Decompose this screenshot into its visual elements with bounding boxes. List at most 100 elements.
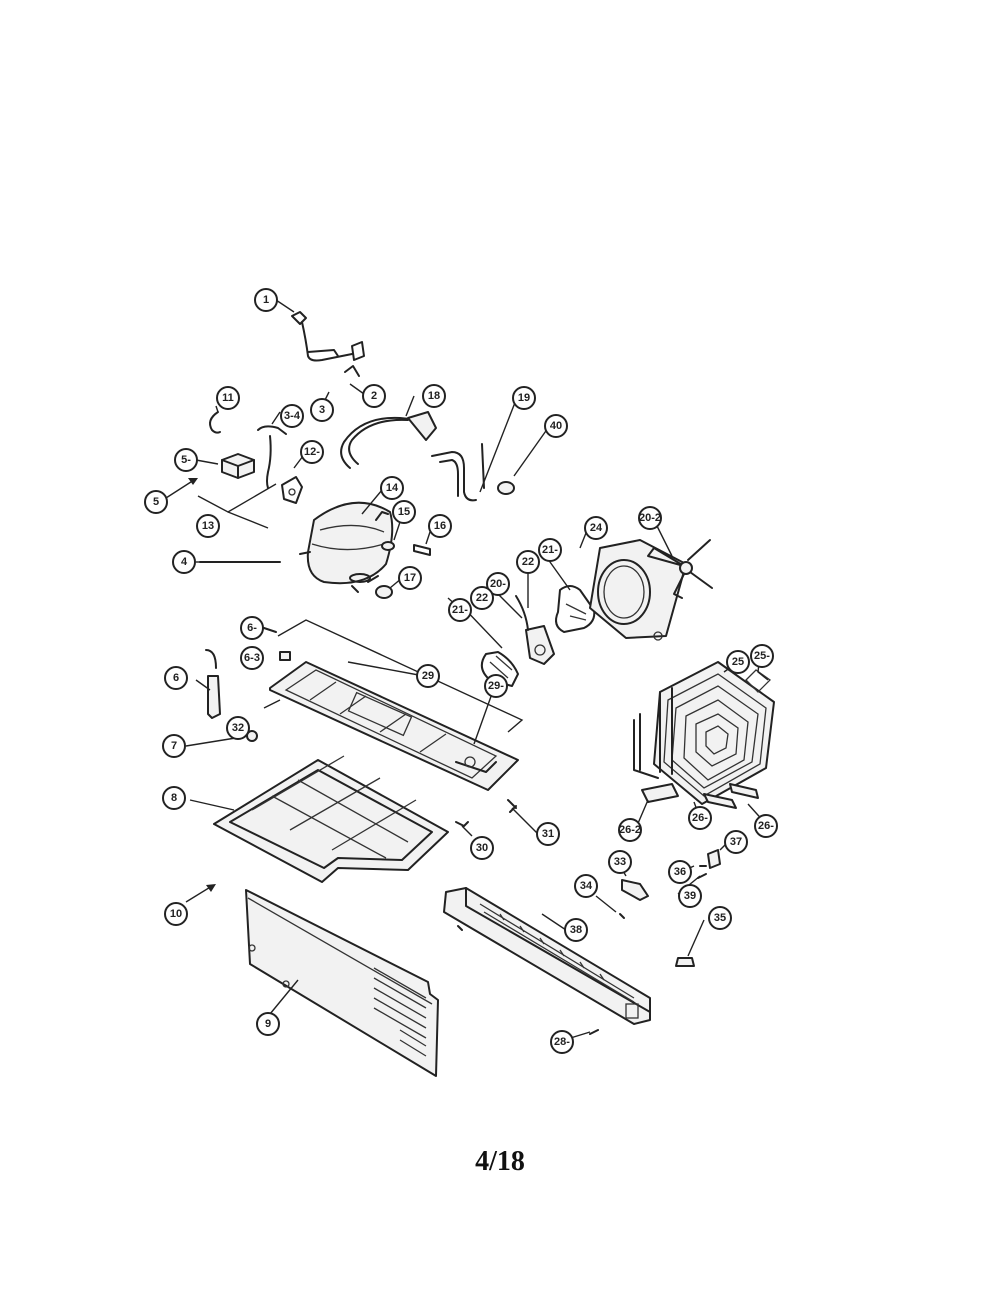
- svg-text:32: 32: [232, 722, 244, 734]
- callout-1: 1: [254, 288, 278, 312]
- callout-9: 9: [256, 1012, 280, 1036]
- callout-11: 11: [216, 386, 240, 410]
- part-9-rear-panel: [245, 889, 439, 1077]
- part-5-relay: [221, 453, 255, 479]
- svg-text:4: 4: [181, 556, 188, 568]
- svg-text:1: 1: [263, 294, 269, 306]
- callout-17: 17: [398, 566, 422, 590]
- part-29-bracket-lines: [277, 619, 524, 733]
- svg-text:6-: 6-: [247, 622, 257, 634]
- svg-text:26-2: 26-2: [619, 824, 641, 836]
- part-26-pads: [641, 783, 759, 809]
- callout-25: 25: [726, 650, 750, 674]
- callout-36: 36: [668, 860, 692, 884]
- svg-text:39: 39: [684, 890, 696, 902]
- svg-text:21-: 21-: [452, 604, 468, 616]
- parts-15-16-17: [375, 541, 431, 599]
- callout-26-a: 26-: [688, 806, 712, 830]
- svg-text:17: 17: [404, 572, 416, 584]
- callout-4: 4: [172, 550, 196, 574]
- callout-12: 12-: [300, 440, 324, 464]
- svg-text:14: 14: [386, 482, 399, 494]
- svg-text:9: 9: [265, 1018, 271, 1030]
- callout-19: 19: [512, 386, 536, 410]
- svg-text:12-: 12-: [304, 446, 320, 458]
- svg-text:34: 34: [580, 880, 593, 892]
- callout-10: 10: [164, 902, 188, 926]
- part-19-tube: [431, 443, 485, 502]
- callout-37: 37: [724, 830, 748, 854]
- part-24-fan-shroud: [589, 539, 687, 641]
- part-6-screws: [263, 627, 291, 661]
- svg-text:30: 30: [476, 842, 488, 854]
- svg-text:25: 25: [732, 656, 744, 668]
- svg-text:37: 37: [730, 836, 742, 848]
- svg-text:22: 22: [476, 592, 488, 604]
- svg-text:35: 35: [714, 912, 726, 924]
- arrow-10: [185, 884, 216, 903]
- callout-14: 14: [380, 476, 404, 500]
- callout-8: 8: [162, 786, 186, 810]
- callout-30: 30: [470, 836, 494, 860]
- callout-3: 3: [310, 398, 334, 422]
- callout-38: 38: [564, 918, 588, 942]
- part-20-fan-blade: [647, 539, 713, 599]
- svg-text:18: 18: [428, 390, 440, 402]
- part-40-grommet: [497, 481, 515, 495]
- part-35-foot: [675, 957, 695, 967]
- part-38-grille-rail: [443, 887, 651, 1025]
- callout-21-a: 21-: [538, 538, 562, 562]
- svg-text:2: 2: [371, 390, 377, 402]
- svg-text:21-: 21-: [542, 544, 558, 556]
- svg-text:11: 11: [222, 392, 234, 404]
- svg-text:22: 22: [522, 556, 534, 568]
- part-25-bracket: [745, 669, 772, 693]
- callout-6-: 6-: [240, 616, 264, 640]
- svg-text:24: 24: [590, 522, 603, 534]
- part-6-sensor: [205, 649, 221, 719]
- svg-text:38: 38: [570, 924, 582, 936]
- callout-7: 7: [162, 734, 186, 758]
- svg-text:10: 10: [170, 908, 182, 920]
- callout-20-2: 20-2: [638, 506, 662, 530]
- svg-text:15: 15: [398, 506, 410, 518]
- callout-35: 35: [708, 906, 732, 930]
- callout-29-: 29-: [484, 674, 508, 698]
- svg-text:29-: 29-: [488, 680, 504, 692]
- svg-text:25-: 25-: [754, 650, 770, 662]
- svg-text:5: 5: [153, 496, 159, 508]
- part-1-protector: [291, 311, 365, 377]
- part-29-base-pan: [269, 661, 519, 791]
- svg-text:20-: 20-: [490, 578, 506, 590]
- callout-2: 2: [362, 384, 386, 408]
- part-28-screw: [457, 925, 599, 1035]
- part-8-drain-pan: [213, 755, 449, 883]
- part-18-tube: [340, 411, 437, 469]
- svg-text:3-4: 3-4: [284, 410, 301, 422]
- part-harness-bracket: [257, 425, 303, 504]
- svg-text:36: 36: [674, 866, 686, 878]
- svg-text:6-3: 6-3: [244, 652, 260, 664]
- part-21-bracket: [480, 651, 519, 687]
- svg-text:8: 8: [171, 792, 177, 804]
- callout-25-: 25-: [750, 644, 774, 668]
- callout-26-2: 26-2: [618, 818, 642, 842]
- part-21-mount: [555, 585, 596, 633]
- callout-18: 18: [422, 384, 446, 408]
- callout-5-: 5-: [174, 448, 198, 472]
- svg-text:40: 40: [550, 420, 562, 432]
- callout-21-b: 21-: [448, 598, 472, 622]
- callout-6-3: 6-3: [240, 646, 264, 670]
- svg-text:3: 3: [319, 404, 325, 416]
- callout-33: 33: [608, 850, 632, 874]
- callout-34: 34: [574, 874, 598, 898]
- part-14-compressor: [299, 501, 394, 593]
- part-34-screw: [619, 913, 625, 919]
- parts-36-37-39: [697, 849, 721, 879]
- svg-text:19: 19: [518, 392, 530, 404]
- part-33-bracket: [621, 879, 649, 901]
- svg-text:7: 7: [171, 740, 177, 752]
- arrow-5: [188, 478, 198, 485]
- callout-22-a: 22: [516, 550, 540, 574]
- callout-32: 32: [226, 716, 250, 740]
